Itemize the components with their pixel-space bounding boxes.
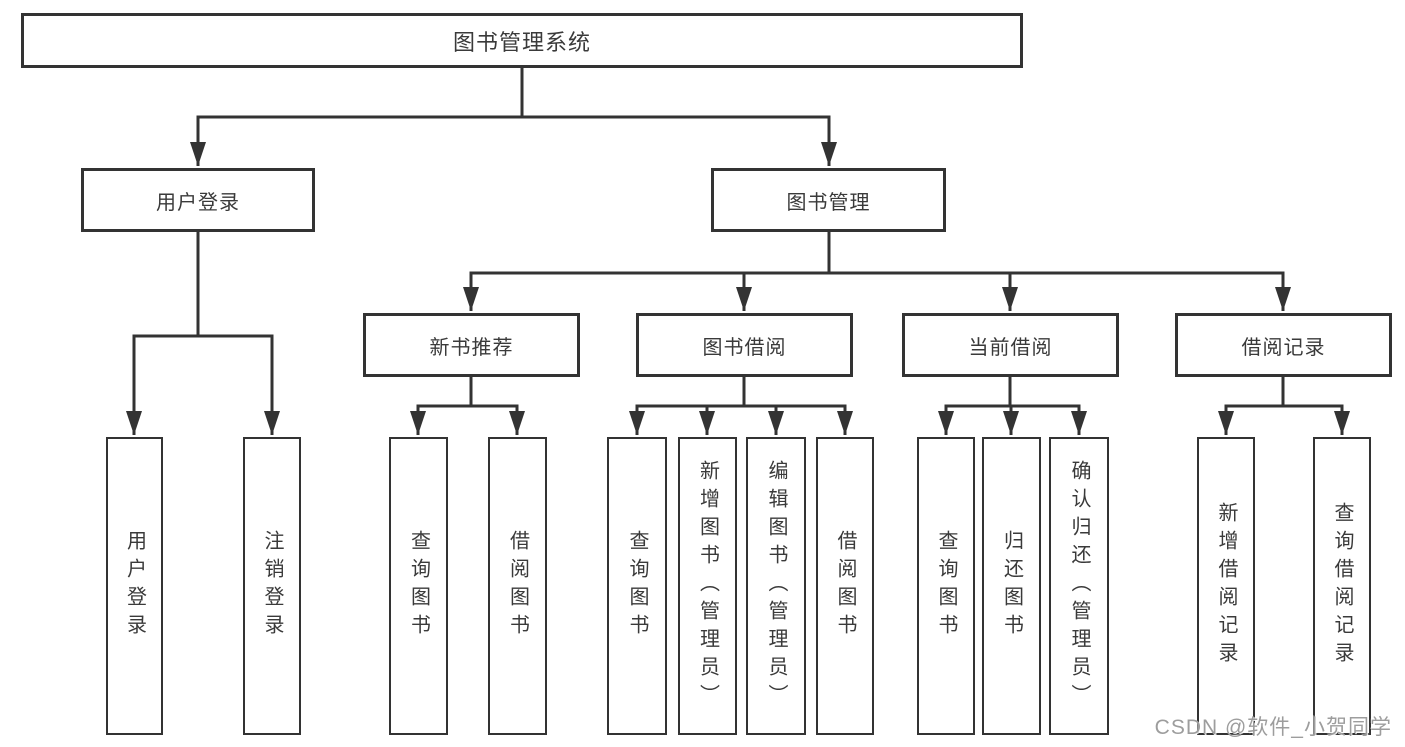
node-library-management-system: 图书管理系统 — [21, 13, 1023, 68]
node-book-management: 图书管理 — [711, 168, 946, 232]
leaf-recommend-borrow-book: 借阅图书 — [488, 437, 547, 735]
csdn-watermark: CSDN @软件_小贺同学 — [1154, 716, 1392, 739]
leaf-current-confirm-return-admin: 确认归还（管理员） — [1049, 437, 1109, 735]
leaf-current-query-book: 查询图书 — [917, 437, 975, 735]
leaf-user-login: 用户登录 — [106, 437, 163, 735]
tree-connectors — [126, 68, 1350, 435]
leaf-borrow-add-book-admin: 新增图书（管理员） — [678, 437, 737, 735]
leaf-borrow-query-book: 查询图书 — [607, 437, 667, 735]
leaf-logout: 注销登录 — [243, 437, 301, 735]
leaf-borrow-edit-book-admin: 编辑图书（管理员） — [746, 437, 806, 735]
node-user-login: 用户登录 — [81, 168, 315, 232]
leaf-borrow-borrow-book: 借阅图书 — [816, 437, 874, 735]
node-current-borrow: 当前借阅 — [902, 313, 1119, 377]
leaf-current-return-book: 归还图书 — [982, 437, 1041, 735]
leaf-recommend-query-book: 查询图书 — [389, 437, 448, 735]
leaf-record-query-borrow-record: 查询借阅记录 — [1313, 437, 1371, 735]
node-new-book-recommend: 新书推荐 — [363, 313, 580, 377]
leaf-record-add-borrow-record: 新增借阅记录 — [1197, 437, 1255, 735]
node-borrow-record: 借阅记录 — [1175, 313, 1392, 377]
node-book-borrow: 图书借阅 — [636, 313, 853, 377]
